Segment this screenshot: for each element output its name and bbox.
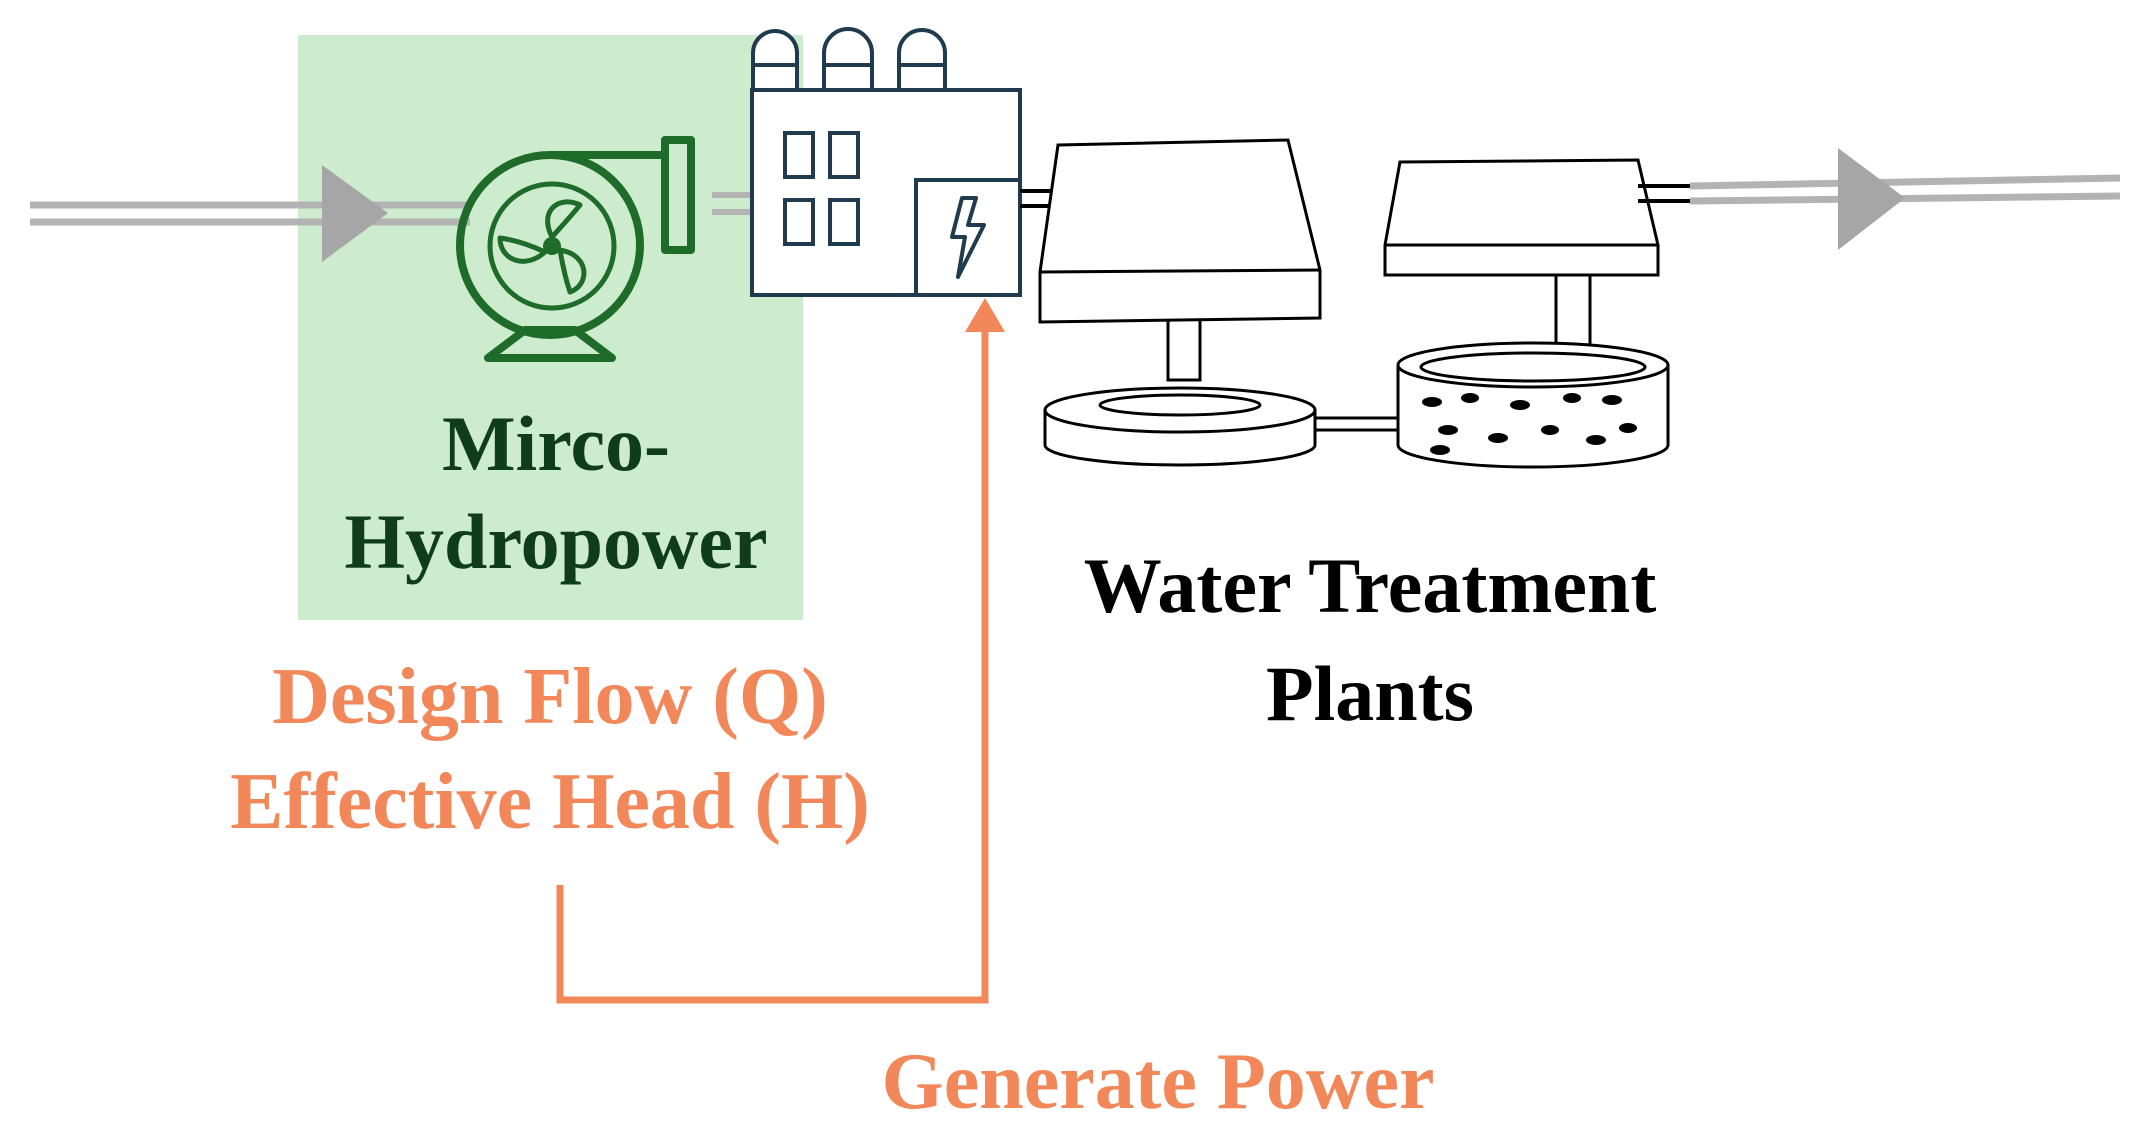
outlet-pipe-black <box>1638 184 1690 203</box>
turbine-icon <box>456 136 695 362</box>
generate-power-label: Generate Power <box>881 1038 1434 1126</box>
outlet-flow-arrow-icon <box>1838 148 1905 250</box>
generate-power-arrow-icon <box>965 298 1005 332</box>
design-flow-label: Design Flow (Q) <box>272 653 828 741</box>
water-treatment-label-line1: Water Treatment <box>1084 542 1657 629</box>
tank-connector-pipe <box>1315 416 1405 432</box>
lightning-icon <box>950 196 986 279</box>
hydropower-label-line2: Hydropower <box>344 498 767 585</box>
sedimentation-tank-icon <box>1038 138 1322 467</box>
hydropower-label-line1: Mirco- <box>442 400 670 487</box>
water-treatment-label-line2: Plants <box>1266 650 1474 737</box>
aeration-tank-icon <box>1383 158 1670 469</box>
factory-icon <box>750 27 1022 297</box>
turbine-outlet-pipe <box>712 192 752 215</box>
inlet-pipe <box>30 201 470 226</box>
generate-power-path <box>556 325 989 1004</box>
effective-head-label: Effective Head (H) <box>230 758 870 846</box>
aeration-bubbles <box>1422 393 1637 455</box>
inlet-flow-arrow-icon <box>322 165 388 262</box>
outlet-pipe <box>1689 174 2121 205</box>
